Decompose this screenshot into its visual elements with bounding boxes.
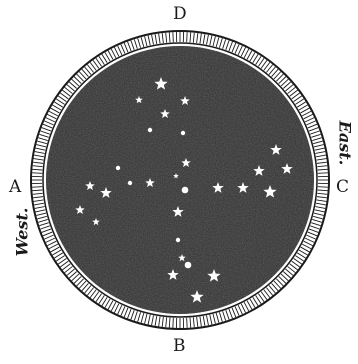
label-east: East.	[336, 121, 352, 166]
star-22	[176, 238, 180, 242]
star-12	[182, 187, 189, 194]
label-west: West.	[14, 208, 30, 257]
star-29	[148, 128, 152, 132]
star-7	[116, 166, 120, 170]
star-8	[128, 181, 132, 185]
label-right: C	[336, 179, 349, 196]
label-bottom: B	[173, 338, 186, 355]
star-23	[185, 262, 192, 269]
star-5	[181, 131, 185, 135]
label-left: A	[9, 179, 21, 196]
label-top: D	[173, 6, 187, 23]
